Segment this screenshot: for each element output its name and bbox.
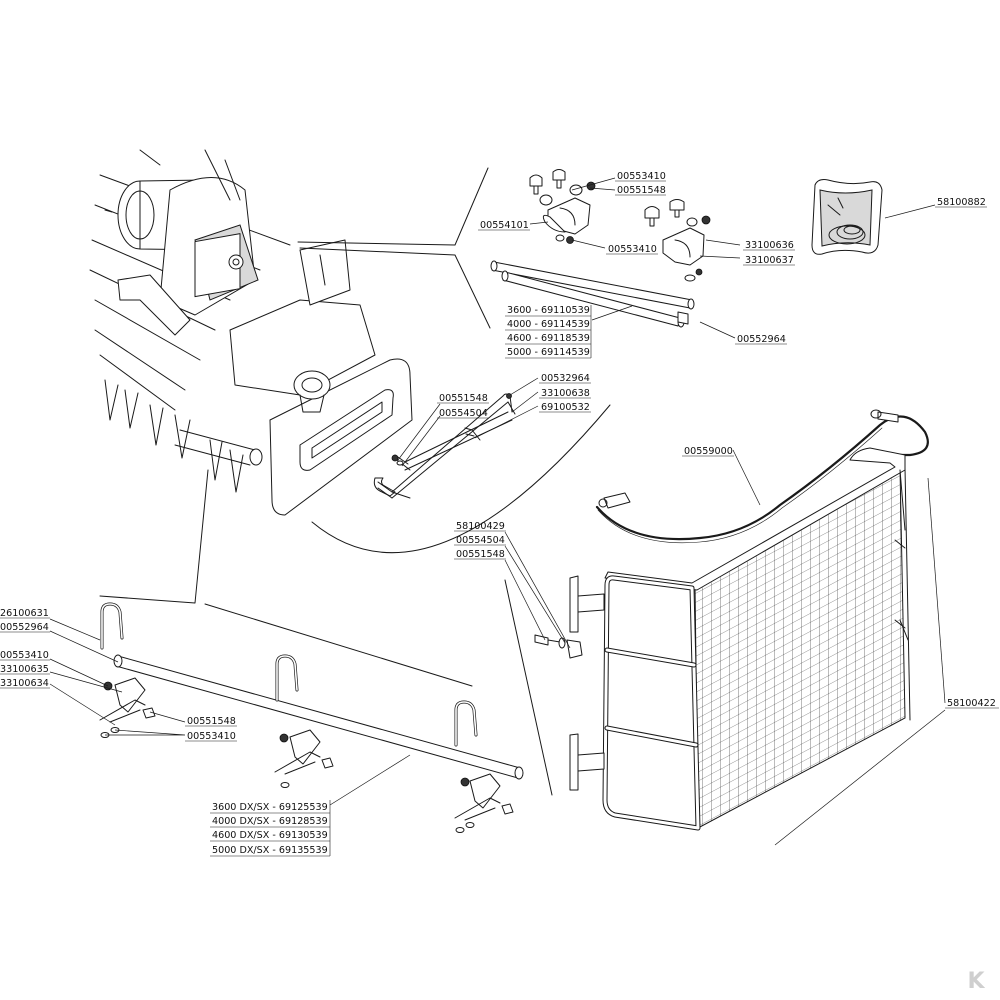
label-69100532: 69100532 [539,402,591,413]
svg-text:3600 DX/SX - 69125539: 3600 DX/SX - 69125539 [212,802,328,813]
svg-text:00553410: 00553410 [187,731,236,742]
cable-assembly [595,409,929,544]
svg-text:00551548: 00551548 [439,393,488,404]
label-00554504-mid: 00554504 [454,535,506,546]
svg-text:00553410: 00553410 [608,244,657,255]
svg-text:00554101: 00554101 [480,220,529,231]
svg-text:00532964: 00532964 [541,373,590,384]
label-00551548-mid: 00551548 [454,549,506,560]
machine-assembly [89,149,413,516]
label-33100634: 33100634 [0,678,50,689]
svg-text:4000 DX/SX - 69128539: 4000 DX/SX - 69128539 [212,816,328,827]
label-00554101: 00554101 [478,220,530,231]
svg-text:00554504: 00554504 [456,535,505,546]
label-00553410-top: 00553410 [615,171,666,182]
svg-text:K: K [967,969,985,994]
svg-text:5000 DX/SX - 69135539: 5000 DX/SX - 69135539 [212,845,328,856]
svg-text:33100638: 33100638 [541,388,590,399]
label-33100637: 33100637 [743,255,795,266]
svg-text:3600 - 69110539: 3600 - 69110539 [507,305,590,316]
label-00553410-bot: 00553410 [185,731,237,742]
label-00559000: 00559000 [682,446,734,457]
label-26100631: 26100631 [0,608,50,619]
svg-text:4600 DX/SX - 69130539: 4600 DX/SX - 69130539 [212,830,328,841]
svg-text:33100635: 33100635 [0,664,49,675]
label-58100882: 58100882 [935,197,987,208]
detail-callout-lines [99,167,611,796]
svg-text:00559000: 00559000 [684,446,733,457]
label-00553410-mid: 00553410 [606,244,658,255]
svg-text:00551548: 00551548 [187,716,236,727]
svg-text:26100631: 26100631 [0,608,49,619]
label-00552964-top: 00552964 [735,334,787,345]
label-00551548-bot: 00551548 [185,716,237,727]
bottom-rail-assembly [99,602,524,833]
label-58100422: 58100422 [945,698,999,709]
label-33100636: 33100636 [743,240,795,251]
svg-text:33100637: 33100637 [745,255,794,266]
label-00554504-rod: 00554504 [437,408,489,419]
label-58100429: 58100429 [454,521,506,532]
svg-text:4600 - 69118539: 4600 - 69118539 [507,333,590,344]
part-labels: 00553410 00551548 00554101 00553410 3310… [0,171,999,857]
svg-text:00553410: 00553410 [617,171,666,182]
leader-lines [49,177,946,846]
svg-text:58100882: 58100882 [937,197,986,208]
top-clamp-assembly [490,169,711,328]
grille-guard [569,447,911,831]
label-tube-top: 3600 - 69110539 4000 - 69114539 4600 - 6… [505,305,592,359]
svg-text:33100634: 33100634 [0,678,49,689]
label-33100635: 33100635 [0,664,50,675]
svg-text:00553410: 00553410 [0,650,49,661]
label-00553410-left: 00553410 [0,650,50,661]
svg-text:00552964: 00552964 [737,334,786,345]
label-33100638: 33100638 [539,388,591,399]
svg-text:69100532: 69100532 [541,402,590,413]
svg-text:00552964: 00552964 [0,622,49,633]
parts-bag [811,179,883,255]
svg-text:58100429: 58100429 [456,521,505,532]
guard-hardware [534,634,583,659]
svg-text:58100422: 58100422 [947,698,996,709]
svg-text:00551548: 00551548 [617,185,666,196]
label-tube-bottom: 3600 DX/SX - 69125539 4000 DX/SX - 69128… [210,800,331,857]
label-00551548-top: 00551548 [615,185,666,196]
svg-text:5000 - 69114539: 5000 - 69114539 [507,347,590,358]
svg-text:4000 - 69114539: 4000 - 69114539 [507,319,590,330]
svg-text:33100636: 33100636 [745,240,794,251]
label-00532964: 00532964 [539,373,591,384]
label-00552964-left: 00552964 [0,622,50,633]
svg-text:00551548: 00551548 [456,549,505,560]
watermark-logo: K [960,968,992,994]
label-00551548-rod: 00551548 [437,393,489,404]
svg-text:00554504: 00554504 [439,408,488,419]
